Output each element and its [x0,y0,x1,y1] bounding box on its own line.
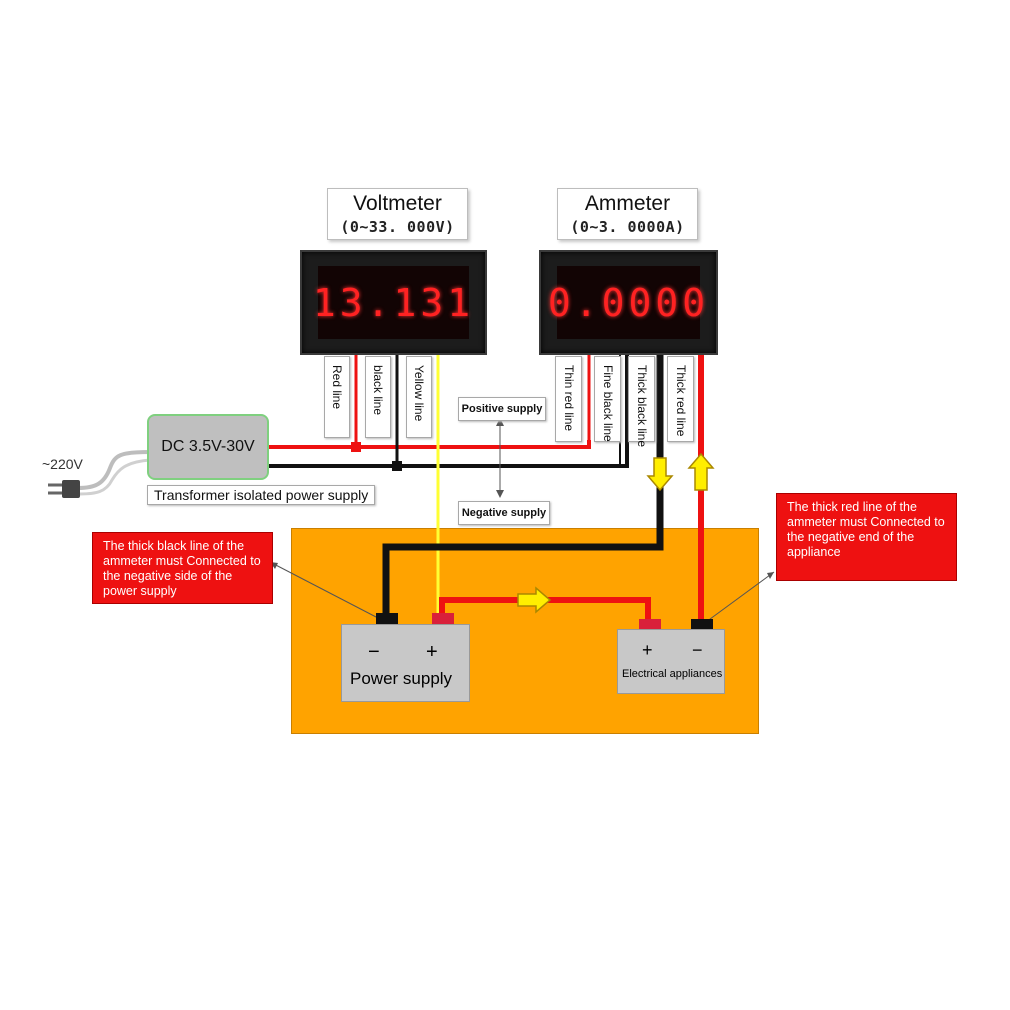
voltmeter-title: Voltmeter [353,192,442,215]
power-minus-terminal [376,613,398,624]
label-negative-supply: Negative supply [458,501,550,525]
label-thin-red-line: Thin red line [555,356,582,442]
appliance-block: + − Electrical appliances [617,629,725,694]
mains-cord [77,450,151,490]
mains-input-label: ~220V [42,456,83,472]
voltmeter-display: 13.131 [300,250,487,355]
appliance-minus: − [692,640,703,660]
power-supply-plus: + [426,641,438,663]
ammeter-title-box: Ammeter (0~3. 0000A) [557,188,698,240]
red-supply-wire [268,440,591,449]
label-black-line: black line [365,356,391,438]
appliance-plus-terminal [639,619,661,629]
up-arrow-icon [687,452,715,491]
label-red-line: Red line [324,356,350,438]
voltmeter-reading: 13.131 [312,280,475,325]
note-left: The thick black line of the ammeter must… [92,532,273,604]
ammeter-title: Ammeter [584,192,671,215]
mains-cord-2 [79,458,151,496]
power-supply-label: Power supply [350,669,453,688]
right-arrow-icon [517,586,552,614]
power-supply-block: − + Power supply [341,624,470,702]
voltmeter-range: (0~33. 000V) [340,218,455,236]
power-plus-terminal [432,613,454,624]
power-supply-minus: − [368,641,380,663]
appliance-label: Electrical appliances [622,668,723,680]
note-right: The thick red line of the ammeter must C… [776,493,957,581]
ammeter-reading: 0.0000 [547,280,710,325]
black-supply-wire [268,353,629,468]
right-note-pointer [705,571,775,623]
ammeter-range: (0~3. 0000A) [570,218,685,236]
down-arrow-icon [646,457,674,492]
appliance-minus-terminal [691,619,713,629]
thick-black-wire [382,353,664,618]
transformer-caption: Transformer isolated power supply [147,485,376,505]
voltmeter-title-box: Voltmeter (0~33. 000V) [327,188,468,240]
ammeter-display: 0.0000 [539,250,718,355]
label-thick-red-line: Thick red line [667,356,694,442]
label-thick-black-line: Thick black line [628,356,655,447]
label-yellow-line: Yellow line [406,356,432,438]
left-note-pointer [269,561,379,619]
label-positive-supply: Positive supply [458,397,546,421]
dc-power-source: DC 3.5V-30V [147,414,269,480]
label-fine-black-line: Fine black line [594,356,621,442]
appliance-plus: + [642,640,653,660]
plug-icon [62,480,80,498]
